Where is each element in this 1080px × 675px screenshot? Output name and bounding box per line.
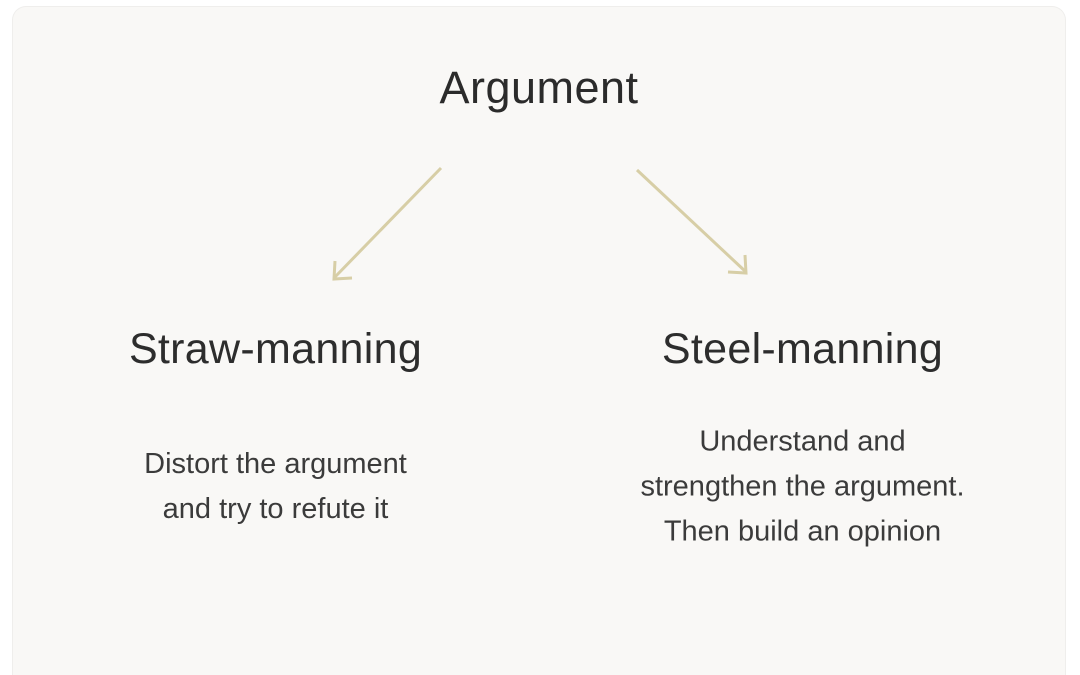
description-line: Understand and — [699, 425, 906, 458]
branch-description: Understand and strengthen the argument. … — [539, 420, 1066, 555]
diagram-title: Argument — [439, 62, 639, 113]
diagram-card — [12, 6, 1066, 675]
description-line: Then build an opinion — [663, 515, 942, 548]
description-line: Distort the argument — [144, 448, 407, 480]
branch-heading: Steel-manning — [661, 325, 944, 373]
branch-heading: Straw-manning — [128, 325, 423, 373]
description-line: strengthen the argument. — [640, 470, 965, 503]
branch-description: Distort the argument and try to refute i… — [12, 442, 539, 532]
description-line: and try to refute it — [162, 493, 389, 525]
